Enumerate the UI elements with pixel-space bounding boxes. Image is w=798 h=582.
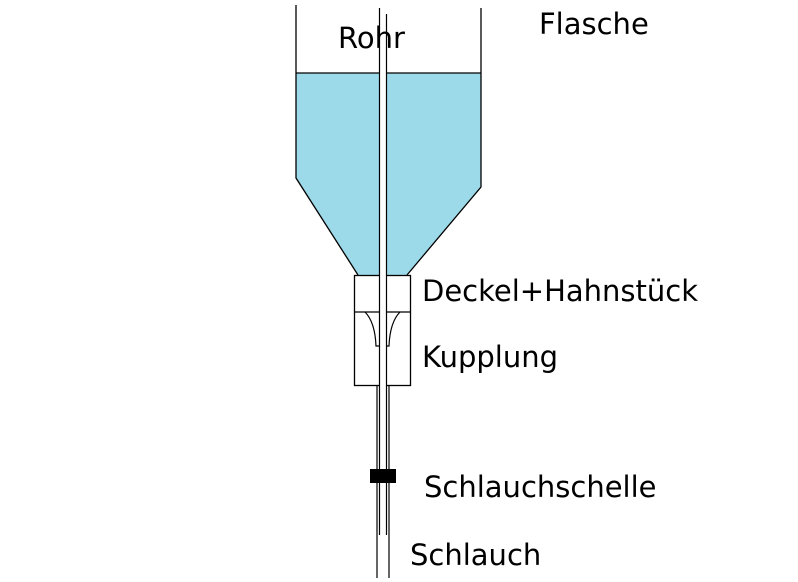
label-schlauchschelle: Schlauchschelle xyxy=(424,470,657,504)
bottle-outline-right xyxy=(406,8,482,276)
label-rohr: Rohr xyxy=(338,21,405,55)
label-kupplung: Kupplung xyxy=(422,340,558,374)
hose-clamp xyxy=(370,469,396,483)
label-deckel-hahnstueck: Deckel+Hahnstück xyxy=(422,274,699,308)
label-schlauch: Schlauch xyxy=(410,538,542,572)
pipe-rohr xyxy=(379,10,387,535)
label-flasche: Flasche xyxy=(539,7,649,41)
bottle-outline xyxy=(295,5,359,276)
liquid-fill xyxy=(296,73,481,275)
